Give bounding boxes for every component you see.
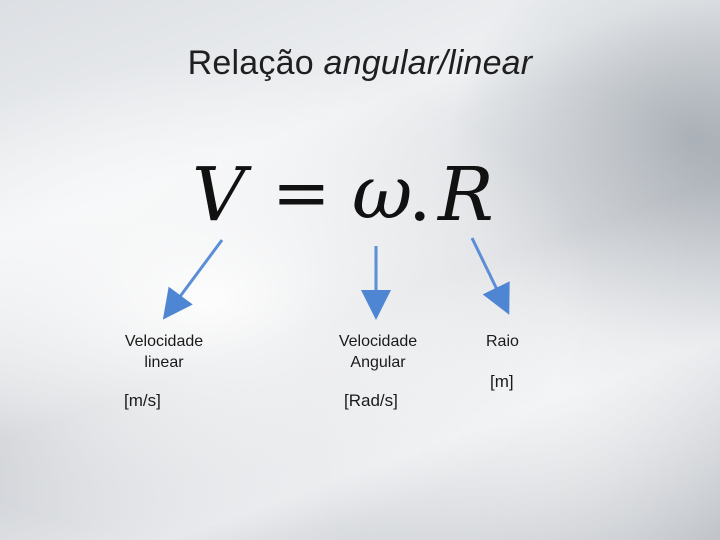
- term-label-line1: Velocidade: [338, 333, 418, 350]
- term-label-line1: Velocidade: [124, 333, 204, 350]
- term-label-velocidade-angular: Velocidade Angular: [318, 331, 438, 373]
- arrow-to-raio: [470, 237, 510, 315]
- formula-dot: .: [408, 152, 432, 238]
- arrow-to-velocidade-linear: [162, 239, 224, 320]
- term-label-line2: linear: [144, 354, 184, 371]
- slide-title: Relação angular/linear: [0, 44, 720, 83]
- title-main: Relação: [187, 44, 314, 82]
- term-label-velocidade-linear: Velocidade linear: [104, 331, 224, 373]
- term-unit-rad-per-s: [Rad/s]: [344, 391, 398, 410]
- formula-r: R: [438, 152, 494, 238]
- term-unit-m-per-s: [m/s]: [124, 391, 161, 410]
- formula-equals: =: [272, 152, 331, 234]
- term-unit-m: [m]: [490, 372, 514, 391]
- term-label-line1: Raio: [486, 333, 519, 350]
- formula-v: V: [192, 152, 246, 238]
- title-emphasis: angular/linear: [323, 44, 533, 82]
- formula: V = ω . R: [188, 150, 508, 240]
- term-label-line2: Angular: [350, 354, 406, 371]
- formula-omega: ω: [352, 150, 413, 236]
- term-label-raio: Raio: [486, 331, 536, 352]
